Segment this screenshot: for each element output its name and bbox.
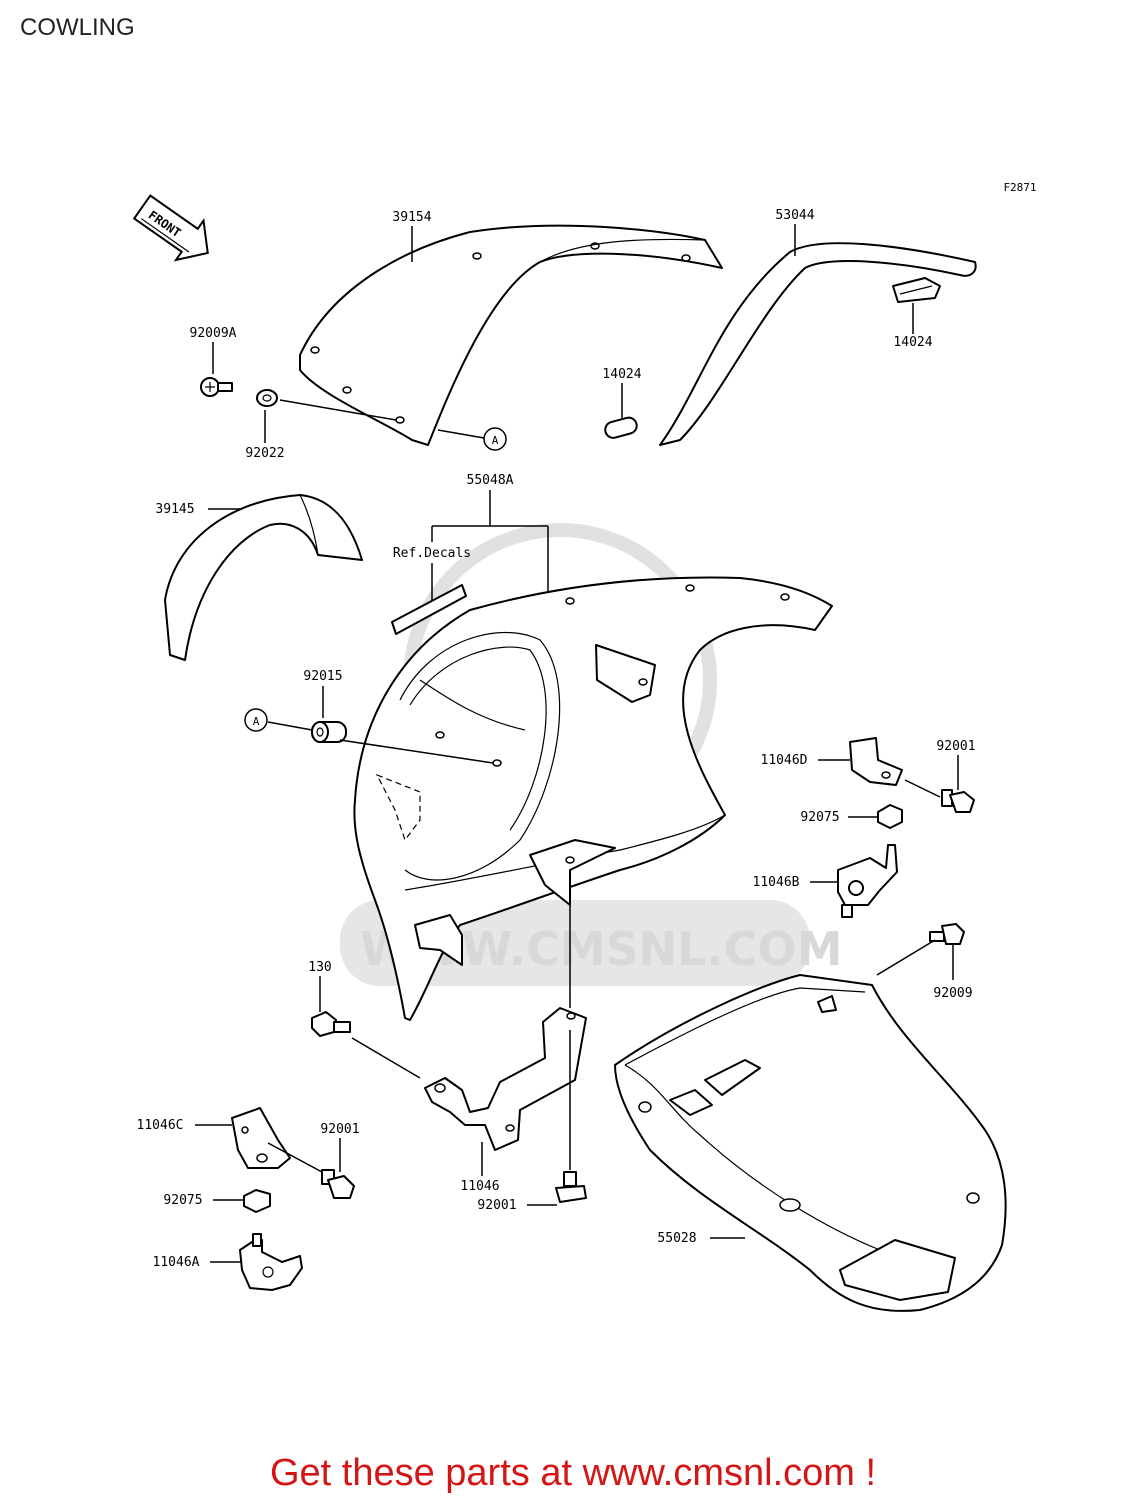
part-label-92001-right: 92001 xyxy=(936,739,975,754)
page-title: COWLING xyxy=(20,14,135,41)
part-label-55028: 55028 xyxy=(657,1231,696,1246)
part-label-92015: 92015 xyxy=(303,669,342,684)
part-label-53044: 53044 xyxy=(775,208,814,223)
part-label-11046B: 11046B xyxy=(753,875,800,890)
washer-92022 xyxy=(256,389,278,407)
callout-a-bottom: A xyxy=(253,715,260,728)
screw-92009 xyxy=(929,923,965,945)
trim-strip-53044 xyxy=(659,242,977,446)
part-label-11046C: 11046C xyxy=(137,1118,184,1133)
screw-92009A xyxy=(200,377,233,397)
part-label-92001-left: 92001 xyxy=(320,1122,359,1137)
part-label-39145: 39145 xyxy=(155,502,194,517)
part-label-11046D: 11046D xyxy=(761,753,808,768)
mount-11046A xyxy=(239,1233,303,1291)
part-label-92009: 92009 xyxy=(933,986,972,1001)
callout-a-top: A xyxy=(492,434,499,447)
bracket-11046D xyxy=(849,737,903,786)
inner-panel-39145 xyxy=(164,494,363,661)
bolt-130 xyxy=(311,1011,351,1037)
clip-14024-middle xyxy=(604,416,638,439)
part-label-92075-right: 92075 xyxy=(800,810,839,825)
part-label-92009A: 92009A xyxy=(190,326,237,341)
decal-strip xyxy=(391,584,467,635)
part-label-14024-middle: 14024 xyxy=(602,367,641,382)
part-label-11046: 11046 xyxy=(460,1179,499,1194)
part-label-14024-right: 14024 xyxy=(893,335,932,350)
part-label-92022: 92022 xyxy=(245,446,284,461)
part-label-55048A: 55048A xyxy=(467,473,514,488)
part-label-92075-left: 92075 xyxy=(163,1193,202,1208)
windshield-39154 xyxy=(299,224,723,446)
nut-92075-right xyxy=(877,804,903,829)
grommet-92015 xyxy=(311,721,347,743)
bolt-92001-center xyxy=(555,1171,587,1203)
footer-link-text[interactable]: Get these parts at www.cmsnl.com ! xyxy=(269,1452,877,1494)
part-label-39154: 39154 xyxy=(392,210,431,225)
front-arrow-icon: FRONT xyxy=(132,194,209,262)
bracket-11046C xyxy=(231,1107,291,1169)
nut-92075-left xyxy=(243,1189,271,1213)
part-label-11046A: 11046A xyxy=(153,1255,200,1270)
bolt-92001-left xyxy=(321,1169,355,1199)
part-label-92001-center: 92001 xyxy=(477,1198,516,1213)
bracket-11046 xyxy=(424,1007,587,1151)
figure-code: F2871 xyxy=(1003,181,1036,194)
upper-cowling-55048A xyxy=(353,576,833,1021)
mount-11046B xyxy=(837,844,898,918)
lower-cowling-55028 xyxy=(614,974,1007,1312)
ref-decals-label: Ref.Decals xyxy=(393,546,471,561)
part-label-130: 130 xyxy=(308,960,331,975)
bolt-92001-right xyxy=(941,789,975,813)
clip-14024-right xyxy=(892,277,941,303)
